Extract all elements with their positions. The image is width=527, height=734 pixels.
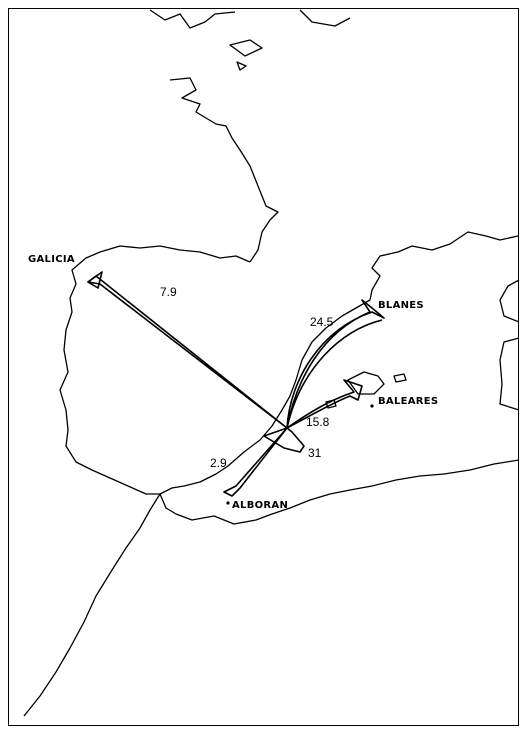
marker-baleares xyxy=(370,404,374,408)
flow-arrow-blanes xyxy=(286,299,385,429)
coast-island-west xyxy=(229,39,263,57)
coast-mallorca xyxy=(347,371,385,395)
map-frame xyxy=(8,8,519,726)
label-alboran: ALBORAN xyxy=(232,500,288,511)
label-galicia: GALICIA xyxy=(28,254,75,265)
label-blanes: BLANES xyxy=(378,300,424,311)
label-baleares: BALEARES xyxy=(378,396,438,407)
flow-value-blanes: 24.5 xyxy=(310,315,334,329)
coast-sardinia xyxy=(499,337,520,411)
coast-britain xyxy=(149,9,236,29)
coast-island-small xyxy=(236,61,247,71)
marker-alboran xyxy=(226,501,230,505)
flow-arrow-local xyxy=(263,427,305,453)
coast-cornwall xyxy=(299,9,351,27)
flow-value-galicia: 7.9 xyxy=(160,285,177,299)
flow-value-alboran: 2.9 xyxy=(210,456,227,470)
coast-france xyxy=(169,77,279,263)
coast-morocco xyxy=(23,493,161,717)
flow-arrow-baleares xyxy=(286,379,363,429)
coast-menorca xyxy=(393,373,407,383)
coast-iberia xyxy=(59,245,413,495)
coast-gulf-lion xyxy=(411,231,519,251)
flow-value-local: 31 xyxy=(308,446,322,460)
flow-arrow-galicia-head xyxy=(87,271,103,289)
flow-arrow-blanes-inner xyxy=(286,319,383,429)
flow-arrow-alboran xyxy=(223,427,288,497)
coast-north-africa xyxy=(159,459,520,525)
flow-value-baleares: 15.8 xyxy=(306,415,330,429)
flow-arrow-galicia xyxy=(87,275,288,429)
coast-corsica xyxy=(499,279,520,323)
